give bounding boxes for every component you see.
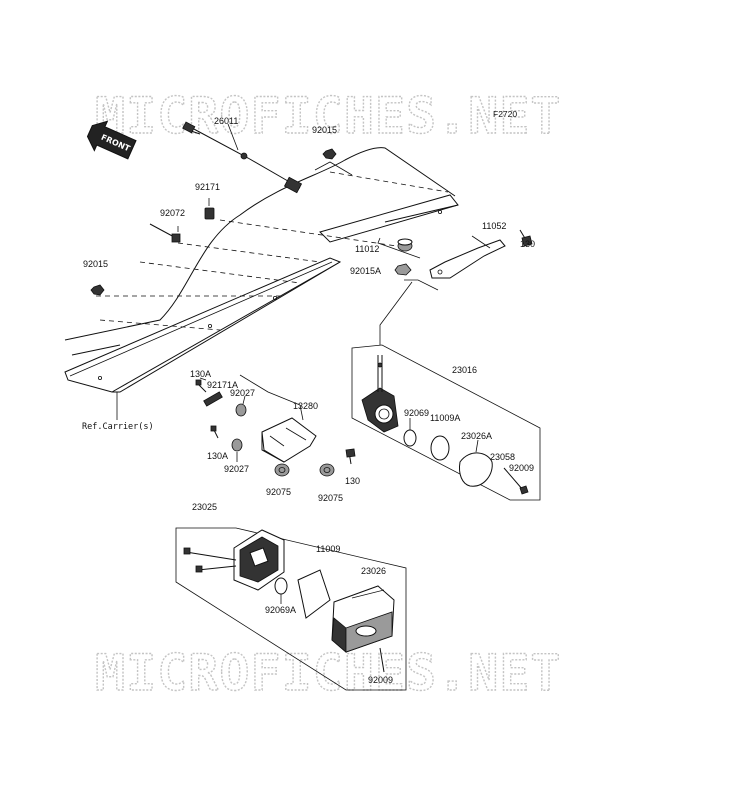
label-11009: 11009 <box>316 544 340 554</box>
label-92075-right: 92075 <box>318 493 343 503</box>
nut-92015-top <box>322 148 337 160</box>
bracket-13280 <box>239 374 317 463</box>
label-92069: 92069 <box>404 408 429 418</box>
tail-lamp-assembly-23025 <box>175 527 407 691</box>
plate-92171A <box>203 391 223 407</box>
label-92171: 92171 <box>195 182 220 192</box>
carrier-frame <box>64 147 459 420</box>
label-92027-bottom: 92027 <box>224 464 249 474</box>
label-92027-top: 92027 <box>230 388 255 398</box>
label-92069A: 92069A <box>265 605 296 615</box>
clamp-92171 <box>204 198 215 220</box>
label-23025: 23025 <box>192 502 217 512</box>
damper-92075-right <box>319 463 335 477</box>
label-23016: 23016 <box>452 365 477 375</box>
label-92072: 92072 <box>160 208 185 218</box>
collar-92027-top <box>235 403 247 417</box>
label-92009-bottom: 92009 <box>368 675 393 685</box>
nut-92015-left <box>90 284 105 296</box>
grommet-11012 <box>397 238 413 252</box>
label-130A-bottom: 130A <box>207 451 228 461</box>
wire-harness-26011 <box>182 121 303 194</box>
damper-92075-left <box>274 463 290 477</box>
bracket-11052 <box>429 235 506 279</box>
label-92015-left: 92015 <box>83 259 108 269</box>
figure-code: F2720 <box>493 109 517 119</box>
bolt-130A-bottom <box>210 425 219 439</box>
front-arrow-icon: FRONT <box>86 120 137 160</box>
label-92009-right: 92009 <box>509 463 534 473</box>
label-23058: 23058 <box>490 452 515 462</box>
label-92171A: 92171A <box>207 380 238 390</box>
label-92075-left: 92075 <box>266 487 291 497</box>
label-23026: 23026 <box>361 566 386 576</box>
bolt-130A-top <box>195 379 207 393</box>
label-130A-top: 130A <box>190 369 211 379</box>
band-92072 <box>149 223 181 243</box>
label-92015-top: 92015 <box>312 125 337 135</box>
label-26011: 26011 <box>214 116 238 126</box>
label-23026A: 23026A <box>461 431 492 441</box>
bolt-130-right <box>519 229 533 247</box>
watermark-top: MICROFICHES.NET <box>95 87 562 145</box>
label-11009A: 11009A <box>430 413 460 423</box>
label-130-right: 130 <box>520 239 535 249</box>
nut-92015A <box>394 263 412 276</box>
reference-carrier-label: Ref.Carrier(s) <box>82 422 154 432</box>
watermark-bottom: MICROFICHES.NET <box>95 644 562 702</box>
bolt-130-bottom <box>345 448 356 465</box>
turn-lamp-assembly-23016 <box>351 344 541 501</box>
label-13280: 13280 <box>293 401 318 411</box>
label-11052: 11052 <box>482 221 506 231</box>
label-92015A: 92015A <box>350 266 381 276</box>
collar-92027-bottom <box>231 438 243 452</box>
label-130-bottom: 130 <box>345 476 360 486</box>
label-11012: 11012 <box>355 244 379 254</box>
